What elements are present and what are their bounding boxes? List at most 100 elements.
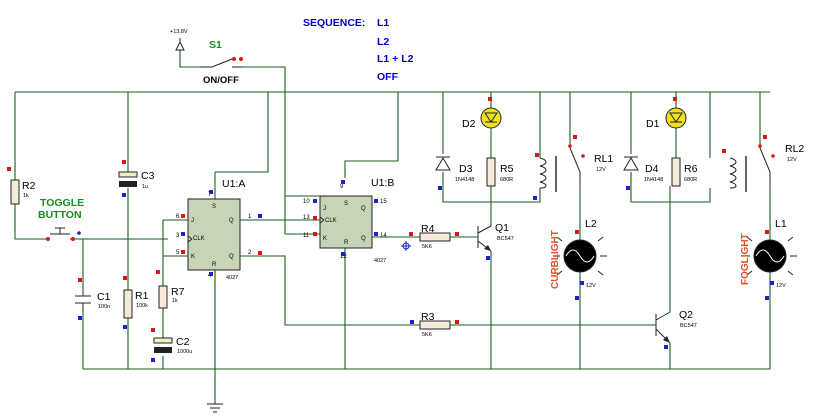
component-label: 12V xyxy=(596,167,606,173)
component-label: Q2 xyxy=(679,309,693,321)
toggle-label-line1: TOGGLE xyxy=(40,197,84,209)
sequence-step: L1 xyxy=(377,17,389,29)
capacitor-c1: C1 100n xyxy=(75,278,111,320)
diode-d4: D4 1N4148 xyxy=(623,156,663,190)
component-label: C3 xyxy=(141,170,155,182)
component-label: R2 xyxy=(22,180,36,192)
resistor-r5: R5 680R xyxy=(486,157,514,187)
component-label: Q xyxy=(229,218,234,224)
component-label: R4 xyxy=(421,223,435,235)
led-d1: D1 xyxy=(646,97,687,130)
toggle-button[interactable]: TOGGLE BUTTON xyxy=(38,197,84,241)
supply-terminal: +13.8V xyxy=(170,29,188,51)
component-label: 2 xyxy=(248,250,252,256)
resistor-r2: R2 1k xyxy=(7,167,36,205)
transistor-q1: Q1 BC547 xyxy=(477,222,514,260)
lamp-l2: L2 12V CURBLIGHT xyxy=(550,218,607,289)
component-label: 680R xyxy=(500,177,513,183)
component-label: 1N4148 xyxy=(644,177,663,183)
sequence-step: OFF xyxy=(377,71,399,83)
component-label: U1:A xyxy=(222,178,245,190)
resistor-r3: R3 5K6 xyxy=(410,311,459,338)
component-label: Q xyxy=(361,236,366,242)
component-label: 7 xyxy=(208,192,212,198)
component-label: C1 xyxy=(97,291,111,303)
component-label: R1 xyxy=(135,290,149,302)
component-label: 3 xyxy=(176,233,180,239)
component-label: 5 xyxy=(176,250,180,256)
lamp-caption-foglight: FOGLIGHT xyxy=(740,233,751,285)
component-label: J xyxy=(191,218,194,224)
component-label: R7 xyxy=(171,286,185,298)
switch-s1[interactable]: S1 ON/OFF xyxy=(200,39,243,86)
component-label: R3 xyxy=(421,311,435,323)
toggle-label-line2: BUTTON xyxy=(38,209,82,221)
supply-label: +13.8V xyxy=(170,29,188,35)
component-label: S xyxy=(344,201,348,207)
component-label: K xyxy=(191,254,195,260)
component-label: 10 xyxy=(303,199,310,205)
component-label: 13 xyxy=(303,215,310,221)
component-label: L1 xyxy=(775,218,787,230)
diode-d3: D3 1N4148 xyxy=(435,156,474,190)
ground-symbol xyxy=(207,403,223,413)
component-label: 14 xyxy=(380,233,387,239)
switch-name: S1 xyxy=(209,39,222,51)
component-label: D3 xyxy=(459,163,473,175)
resistor-r4: R4 5K6 xyxy=(409,223,459,250)
component-label: R6 xyxy=(684,163,698,175)
component-label: BC547 xyxy=(497,236,514,242)
pin-markers xyxy=(533,196,769,300)
component-label: CLK xyxy=(193,236,205,242)
component-label: 9 xyxy=(340,184,344,190)
component-label: D4 xyxy=(645,163,659,175)
sequence-step: L2 xyxy=(377,36,389,48)
component-label: C2 xyxy=(176,336,190,348)
component-label: 5K6 xyxy=(422,244,432,250)
component-label: 1u xyxy=(142,184,148,190)
lamp-caption-curblight: CURBLIGHT xyxy=(550,230,561,289)
led-d2: D2 xyxy=(462,97,502,130)
ic-u1a: U1:A J CLK K Q Q S R 6 3 5 1 2 7 4 4027 xyxy=(176,178,262,281)
component-label: 4027 xyxy=(374,258,386,264)
component-label: Q xyxy=(361,206,366,212)
resistor-r1: R1 100k xyxy=(123,276,149,329)
component-label: CLK xyxy=(325,218,337,224)
component-label: BC547 xyxy=(680,323,697,329)
component-label: RL1 xyxy=(594,153,613,165)
lamp-l1: L1 12V FOGLIGHT xyxy=(740,218,797,289)
component-label: 12 xyxy=(340,254,347,260)
switch-pin xyxy=(232,57,236,61)
component-label: 100k xyxy=(136,303,148,309)
component-label: 1N4148 xyxy=(455,177,474,183)
resistor-r7: R7 1k xyxy=(156,270,185,309)
component-label: 12V xyxy=(787,157,797,163)
component-label: 4027 xyxy=(226,275,238,281)
component-label: RL2 xyxy=(785,143,804,155)
component-label: J xyxy=(323,206,326,212)
component-label: R5 xyxy=(500,163,514,175)
sequence-legend: SEQUENCE: L1 L2 L1 + L2 OFF xyxy=(303,17,414,83)
component-label: 1 xyxy=(248,214,252,220)
resistor-r6: R6 680R xyxy=(671,157,698,187)
component-label: Q xyxy=(229,254,234,260)
component-label: 1000u xyxy=(177,349,192,355)
component-label: D2 xyxy=(462,118,476,130)
sequence-title: SEQUENCE: xyxy=(303,17,365,29)
component-label: 1k xyxy=(172,298,178,304)
component-label: 100n xyxy=(98,304,110,310)
component-label: D1 xyxy=(646,118,660,130)
component-label: Q1 xyxy=(495,222,509,234)
capacitor-c2: C2 1000u xyxy=(151,328,192,362)
wires xyxy=(14,50,771,404)
switch-state-label: ON/OFF xyxy=(203,75,239,86)
component-label: 12V xyxy=(776,283,786,289)
component-label: 5K6 xyxy=(422,332,432,338)
ic-u1b: U1:B J CLK K Q Q S R 10 13 11 15 14 9 12… xyxy=(303,177,394,264)
transistor-q2: Q2 BC547 xyxy=(655,309,697,349)
relay-rl2: RL2 12V xyxy=(722,135,804,192)
component-label: U1:B xyxy=(371,177,394,189)
component-label: 11 xyxy=(303,233,310,239)
